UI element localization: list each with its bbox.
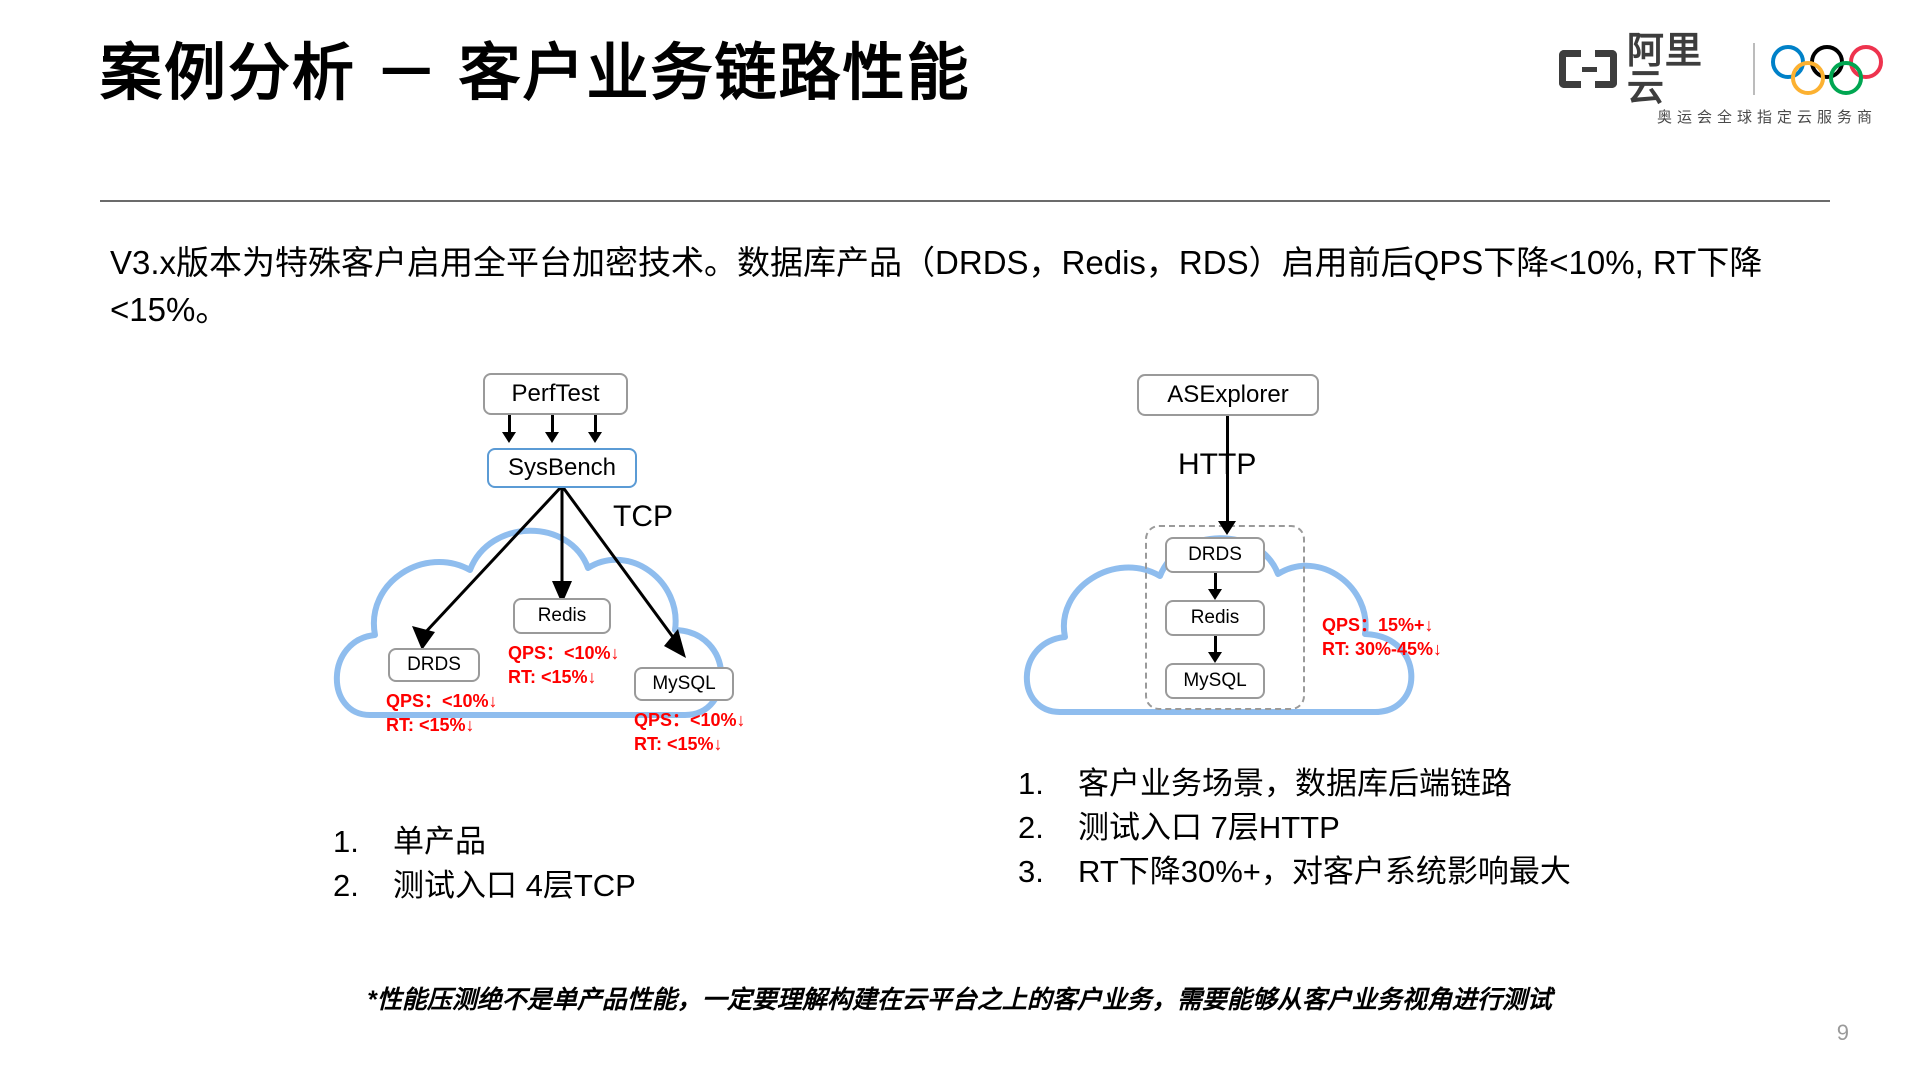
connector-redis-mysql xyxy=(1214,636,1217,656)
left-bullet-text: 测试入口 4层TCP xyxy=(393,868,636,904)
brand-tagline: 奥运会全球指定云服务商 xyxy=(1656,109,1877,126)
left-fanout-connectors xyxy=(412,486,686,658)
stat-left-redis-rt: RT: <15%↓ xyxy=(508,667,597,688)
stat-right-qps: QPS：15%+↓ xyxy=(1322,615,1434,635)
stat-left-drds-qps: QPS：<10%↓ xyxy=(386,691,498,711)
brand-logo-text: 阿里云 xyxy=(1626,30,1703,108)
node-left-mysql[interactable]: MySQL xyxy=(634,667,734,701)
right-bullet-number: 3. xyxy=(1018,854,1044,890)
stat-left-drds-rt: RT: <15%↓ xyxy=(386,715,475,736)
left-bullet-text: 单产品 xyxy=(393,824,486,859)
right-bullet-item: 2. 测试入口 7层HTTP xyxy=(1018,806,1571,850)
left-bullet-number: 2. xyxy=(333,868,359,904)
arrowhead-drds-redis xyxy=(1208,589,1222,600)
logo-divider xyxy=(1752,43,1755,95)
right-bullet-number: 2. xyxy=(1018,810,1044,846)
alibaba-cloud-bracket-icon xyxy=(1559,50,1617,88)
right-bullet-item: 3. RT下降30%+，对客户系统影响最大 xyxy=(1018,850,1571,894)
arrowhead-perftest-sysbench-3 xyxy=(588,432,602,443)
right-bullet-number: 1. xyxy=(1018,766,1044,801)
stat-left-drds: QPS：<10%↓ RT: <15%↓ xyxy=(386,689,498,738)
right-protocol-label: HTTP xyxy=(1178,448,1257,481)
header-divider xyxy=(100,200,1830,202)
node-perftest[interactable]: PerfTest xyxy=(483,373,628,415)
node-asexplorer[interactable]: ASExplorer xyxy=(1137,374,1319,416)
node-left-drds[interactable]: DRDS xyxy=(388,648,480,682)
stat-left-mysql-rt: RT: <15%↓ xyxy=(634,734,723,755)
stat-left-mysql: QPS：<10%↓ RT: <15%↓ xyxy=(634,708,746,757)
left-bullet-number: 1. xyxy=(333,824,359,859)
stat-left-redis-qps: QPS：<10%↓ xyxy=(508,643,620,663)
footnote-text: *性能压测绝不是单产品性能，一定要理解构建在云平台之上的客户业务，需要能够从客户… xyxy=(367,986,1552,1014)
node-right-mysql[interactable]: MySQL xyxy=(1165,663,1265,699)
stat-left-redis: QPS：<10%↓ RT: <15%↓ xyxy=(508,641,620,690)
logo-row: 阿里云 xyxy=(1559,32,1883,106)
node-sysbench[interactable]: SysBench xyxy=(487,448,637,488)
right-bullet-text: RT下降30%+，对客户系统影响最大 xyxy=(1078,854,1571,890)
arrowhead-perftest-sysbench-2 xyxy=(545,432,559,443)
stat-right-rt: RT: 30%-45%↓ xyxy=(1322,639,1443,660)
stat-left-mysql-qps: QPS：<10%↓ xyxy=(634,710,746,730)
left-protocol-label: TCP xyxy=(613,500,673,533)
connector-perftest-sysbench-2 xyxy=(551,415,554,437)
page-title: 案例分析 － 客户业务链路性能 xyxy=(100,39,971,108)
right-bullet-item: 1. 客户业务场景，数据库后端链路 xyxy=(1018,762,1571,806)
brand-logo: 阿里云 奥运会全球指定云服务商 xyxy=(1559,32,1883,138)
subtitle-paragraph: V3.x版本为特殊客户启用全平台加密技术。数据库产品（DRDS，Redis，RD… xyxy=(110,244,1763,328)
connector-drds-redis xyxy=(1214,573,1217,593)
node-right-drds[interactable]: DRDS xyxy=(1165,537,1265,573)
node-right-redis[interactable]: Redis xyxy=(1165,600,1265,636)
node-left-redis[interactable]: Redis xyxy=(513,598,611,634)
connector-perftest-sysbench-1 xyxy=(508,415,511,437)
right-bullet-text: 测试入口 7层HTTP xyxy=(1078,810,1340,846)
stat-right-chain: QPS：15%+↓ RT: 30%-45%↓ xyxy=(1322,613,1442,662)
arrowhead-redis-mysql xyxy=(1208,652,1222,663)
connector-perftest-sysbench-3 xyxy=(594,415,597,437)
left-bullet-item: 1. 单产品 xyxy=(333,820,636,864)
page-number: 9 xyxy=(1836,1020,1849,1045)
olympic-rings-icon xyxy=(1770,43,1883,95)
connector-asexplorer-drds xyxy=(1226,416,1229,526)
left-bullet-item: 2. 测试入口 4层TCP xyxy=(333,864,636,908)
left-bullet-list: 1. 单产品 2. 测试入口 4层TCP xyxy=(333,820,636,908)
right-bullet-list: 1. 客户业务场景，数据库后端链路 2. 测试入口 7层HTTP 3. RT下降… xyxy=(1018,762,1571,894)
arrowhead-perftest-sysbench-1 xyxy=(502,432,516,443)
right-bullet-text: 客户业务场景，数据库后端链路 xyxy=(1078,766,1512,801)
arrowhead-asexplorer-drds xyxy=(1218,521,1236,535)
